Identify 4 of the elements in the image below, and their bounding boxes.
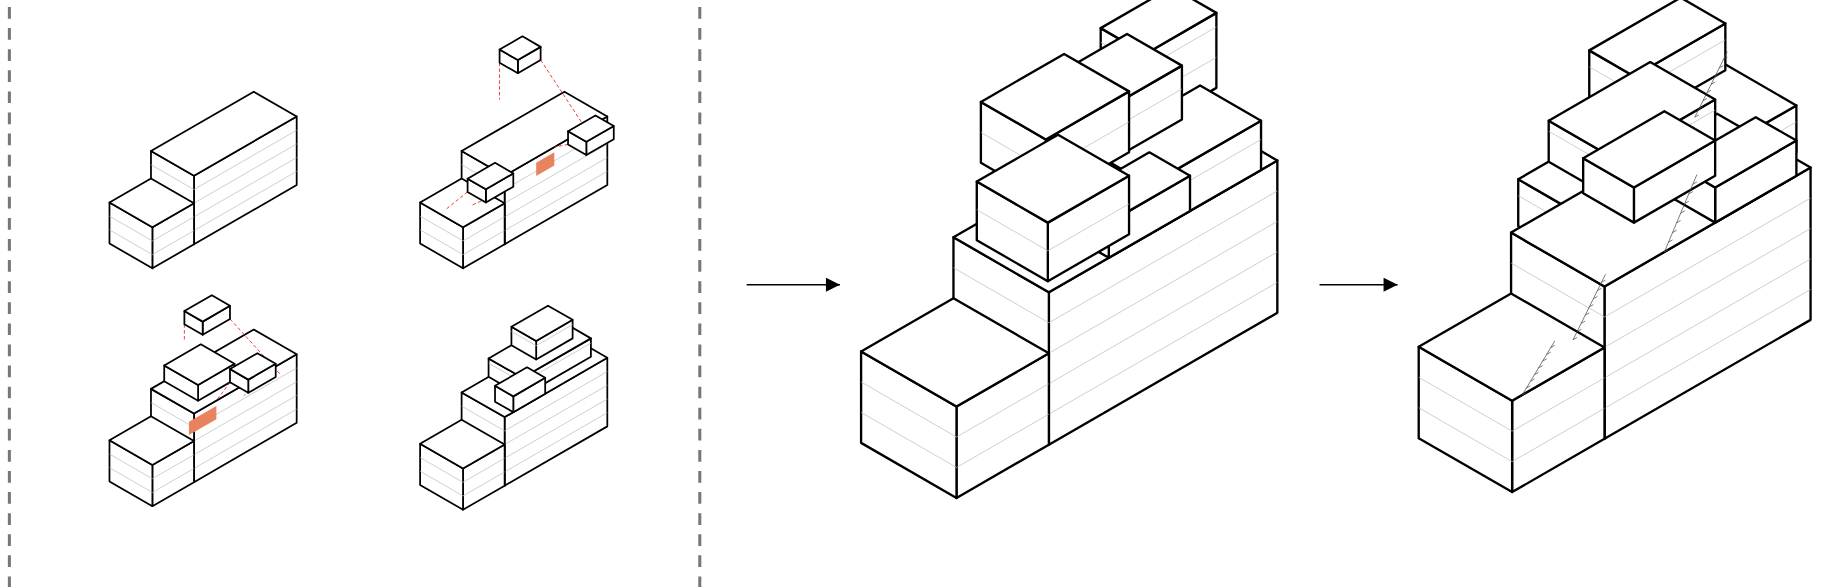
building-drawing bbox=[1417, 0, 1812, 494]
building-drawing bbox=[859, 0, 1279, 500]
arrow bbox=[745, 277, 841, 292]
arrow bbox=[1318, 277, 1399, 292]
